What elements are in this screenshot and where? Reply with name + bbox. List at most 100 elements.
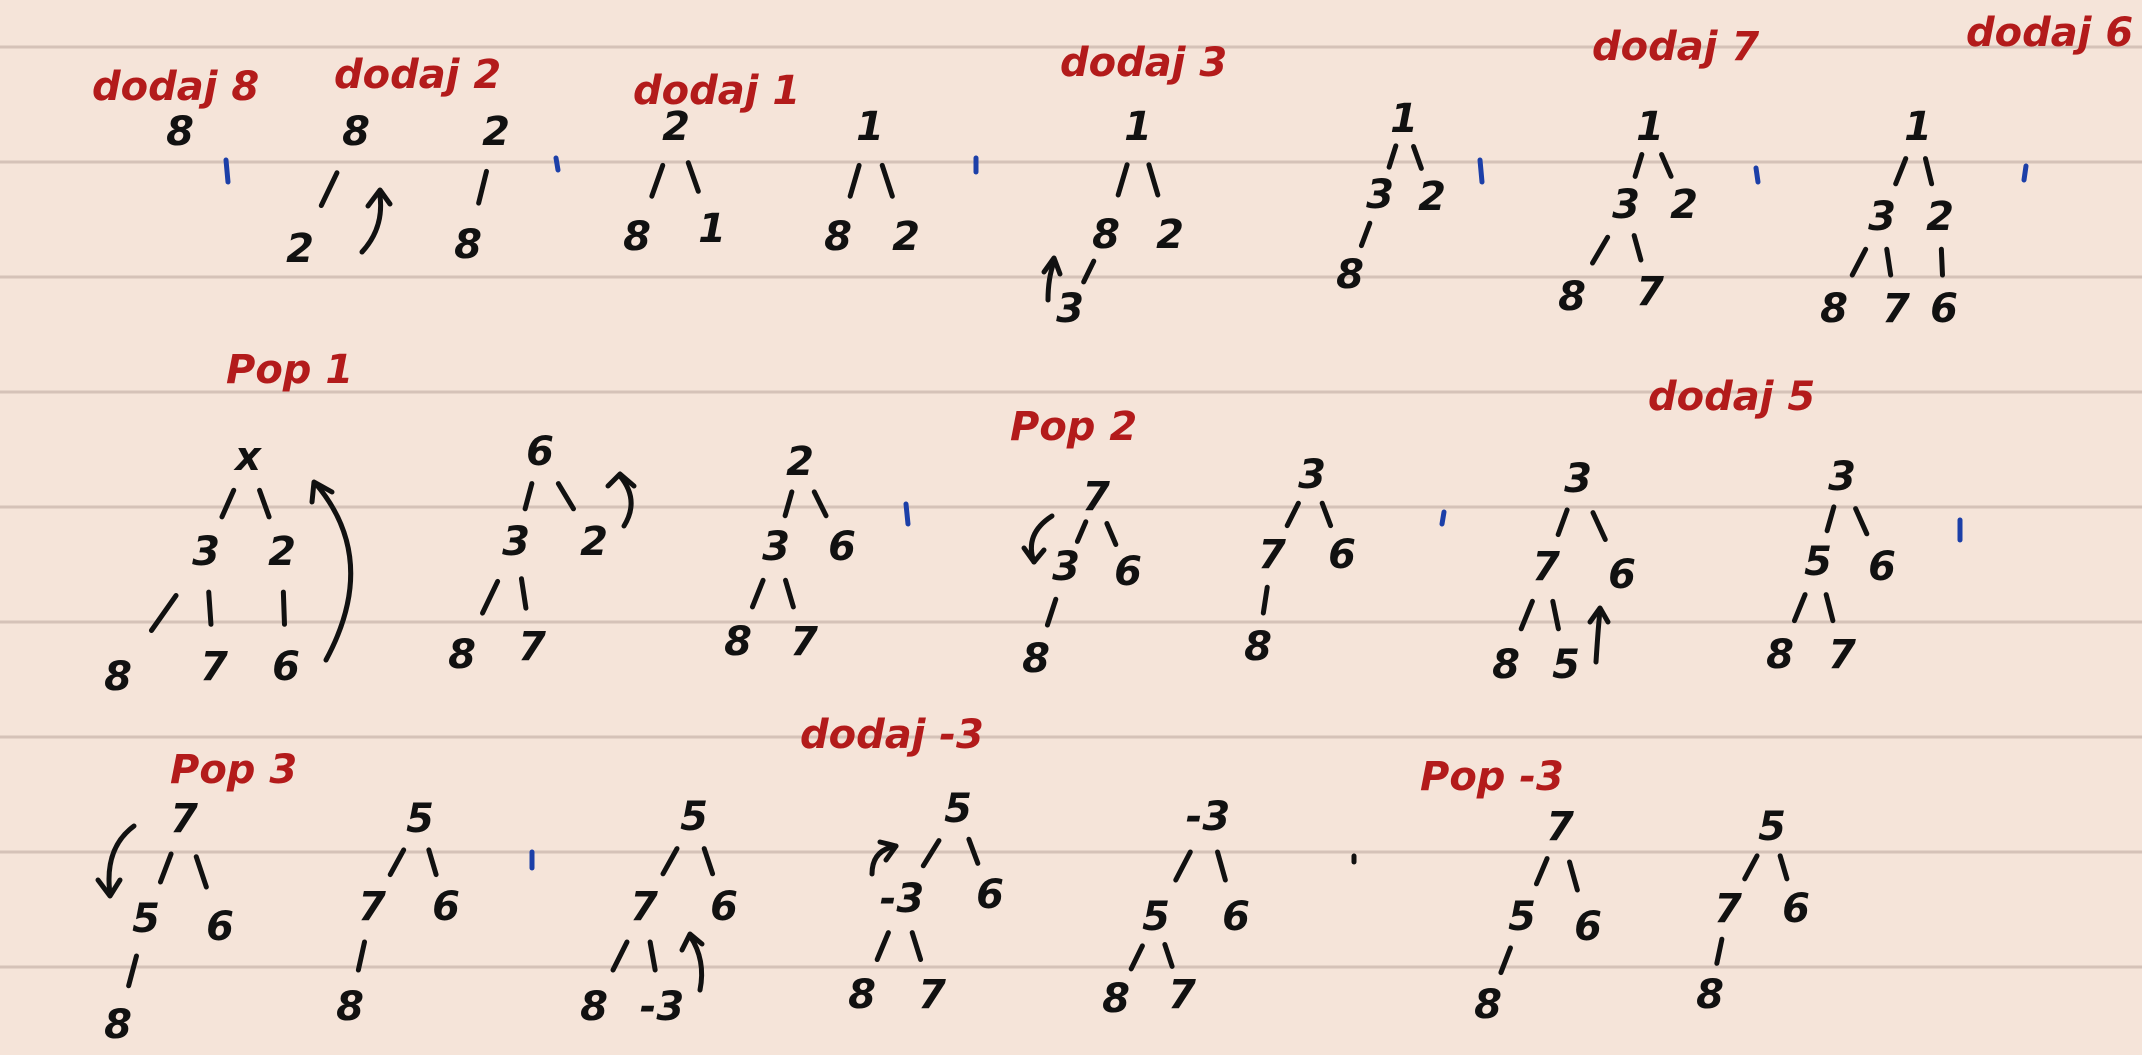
tree-edge: [480, 578, 501, 616]
tree-edge: [1284, 500, 1301, 529]
tree-node: 3: [1612, 182, 1640, 228]
tree-edge: [1590, 510, 1608, 543]
tree-edge: [1938, 246, 1945, 278]
swap-arrow: [313, 481, 354, 663]
tree-node: 6: [1222, 894, 1250, 940]
tree-edge: [206, 589, 214, 627]
tree-edge: [355, 939, 368, 973]
tree-edge: [1742, 853, 1760, 882]
tree-edge: [518, 576, 529, 611]
tree-node: 8: [724, 619, 752, 665]
tree-node: 3: [1828, 454, 1856, 500]
tree-node: 3: [1052, 544, 1080, 590]
tree-node: 2: [482, 109, 510, 155]
tree-node: 8: [824, 214, 852, 260]
tree-edge: [148, 593, 179, 633]
tree-node: 6: [828, 524, 856, 570]
tree-node: 7: [1714, 886, 1742, 932]
tree-node: 1: [1904, 104, 1932, 150]
tree-node: 8: [336, 984, 364, 1030]
tree-node: 2: [892, 214, 920, 260]
tree-edge: [1146, 162, 1161, 198]
tree-node: 6: [1608, 552, 1636, 598]
arrow-head: [679, 931, 705, 953]
swap-arrow: [617, 473, 634, 529]
step-title: dodaj 6: [1966, 10, 2133, 56]
tree-node: 8: [623, 214, 651, 260]
tree-node: 7: [1546, 804, 1574, 850]
arrow-head: [605, 471, 637, 489]
tree-node: 2: [286, 226, 314, 272]
step-title: Pop 3: [170, 747, 297, 793]
tree-node: 8: [1474, 982, 1502, 1028]
tree-edge: [522, 481, 535, 512]
tree-node: 6: [272, 644, 300, 690]
tree-edge: [1260, 584, 1270, 616]
tree-node: 7: [918, 972, 946, 1018]
tree-node: 7: [200, 644, 228, 690]
tree-edge: [126, 953, 139, 989]
tree-node: 8: [1022, 636, 1050, 682]
tree-node: 5: [1552, 642, 1580, 688]
tree-node: 8: [104, 654, 132, 700]
tree-edge: [1823, 592, 1836, 624]
step-title: dodaj 8: [92, 64, 259, 110]
tree-edge: [1922, 156, 1935, 187]
tree-node: 5: [406, 796, 434, 842]
tree-node: 5: [1804, 539, 1832, 585]
step-title: Pop -3: [1420, 754, 1564, 800]
tree-edge: [1319, 500, 1334, 529]
tree-edge: [193, 854, 209, 890]
tree-edge: [1128, 943, 1145, 972]
tree-node: 8: [1336, 252, 1364, 298]
tree-edge: [909, 930, 924, 963]
step-separator: [553, 155, 561, 173]
tree-edge: [783, 577, 796, 610]
tree-edge: [1777, 853, 1790, 882]
tree-node: 3: [1056, 286, 1084, 332]
tree-node: 6: [1114, 549, 1142, 595]
tree-node: 2: [1670, 182, 1698, 228]
tree-edge: [1115, 162, 1130, 198]
tree-edge: [1853, 506, 1870, 537]
tree-node: 6: [1930, 286, 1958, 332]
arrow-head: [309, 479, 335, 505]
step-title: dodaj -3: [800, 712, 984, 758]
tree-node: 8: [1102, 976, 1130, 1022]
tree-edge: [1074, 519, 1089, 544]
tree-node: 1: [856, 104, 884, 150]
tree-node: 8: [454, 222, 482, 268]
tree-edge: [879, 162, 895, 199]
tree-edge: [1358, 220, 1373, 249]
tree-node: 5: [680, 794, 708, 840]
tree-node: 2: [580, 519, 608, 565]
tree-node: 8: [1696, 972, 1724, 1018]
tree-node: 7: [1082, 474, 1110, 520]
tree-edge: [1631, 233, 1644, 263]
tree-node: 1: [1390, 96, 1418, 142]
tree-node: 5: [944, 786, 972, 832]
tree-edge: [387, 847, 407, 878]
tree-edge: [555, 481, 576, 512]
tree-node: 8: [580, 984, 608, 1030]
tree-node: 6: [976, 872, 1004, 918]
tree-node: 6: [1574, 904, 1602, 950]
tree-edge: [1533, 856, 1550, 887]
tree-node: 5: [1142, 894, 1170, 940]
tree-node: 2: [268, 529, 296, 575]
tree-node: 1: [1636, 104, 1664, 150]
tree-edge: [685, 160, 701, 194]
tree-edge: [1044, 596, 1059, 628]
tree-node: -3: [880, 876, 924, 922]
step-separator: [903, 501, 911, 527]
tree-edge: [1567, 859, 1580, 893]
step-separator: [1477, 157, 1485, 185]
tree-node: 8: [1244, 624, 1272, 670]
tree-node: 8: [1820, 286, 1848, 332]
swap-arrow: [359, 193, 384, 255]
tree-node: x: [233, 434, 262, 480]
tree-edge: [649, 162, 666, 199]
arrow-head: [1021, 545, 1047, 565]
tree-edge: [1173, 849, 1193, 883]
